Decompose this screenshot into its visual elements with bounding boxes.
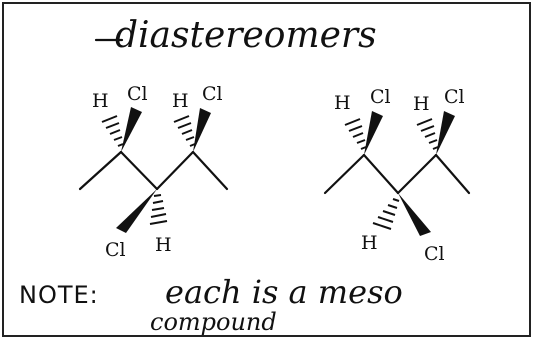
left-c2-cl-label: Cl [127,83,148,105]
bond-left-methyl-1 [78,150,123,191]
hash-right-c4-h [416,118,439,150]
wedge-right-c3-cl [398,193,431,236]
left-c4-h-label: H [172,90,189,112]
title-text: diastereomers [115,15,377,56]
right-c3-h-label: H [361,232,378,254]
hash-right-c2-h [344,118,367,150]
bond-left-methyl-2 [191,150,229,191]
wedge-left-c4-cl [193,108,211,152]
bond-right-c3-c4 [396,153,438,195]
wedge-left-c3-cl [116,189,157,233]
bond-right-c2-c3 [362,153,400,195]
hash-left-c2-h [101,115,124,147]
hash-left-c3-h [149,194,168,225]
note-line-1: each is a meso [165,273,403,311]
molecule-right: H Cl H Cl H Cl [323,86,471,265]
right-c2-h-label: H [334,92,351,114]
left-c3-cl-label: Cl [105,239,126,261]
note-line-2: compound [150,308,277,336]
right-c2-cl-label: Cl [370,86,391,108]
bond-left-c2-c3 [119,150,159,191]
hash-left-c4-h [173,115,196,147]
right-c3-cl-label: Cl [424,243,445,265]
bond-left-c3-c4 [155,150,195,191]
left-c2-h-label: H [92,90,109,112]
right-c4-h-label: H [413,93,430,115]
hash-right-c3-h [372,198,400,230]
bond-right-methyl-1 [323,153,366,195]
wedge-right-c2-cl [364,111,383,155]
wedge-left-c2-cl [121,107,142,152]
note-label: NOTE: [19,281,99,309]
wedge-right-c4-cl [436,111,455,155]
molecule-left: H Cl H Cl Cl H [78,83,229,261]
right-c4-cl-label: Cl [444,86,465,108]
bond-right-methyl-2 [434,153,471,195]
left-c4-cl-label: Cl [202,83,223,105]
left-c3-h-label: H [155,234,172,256]
